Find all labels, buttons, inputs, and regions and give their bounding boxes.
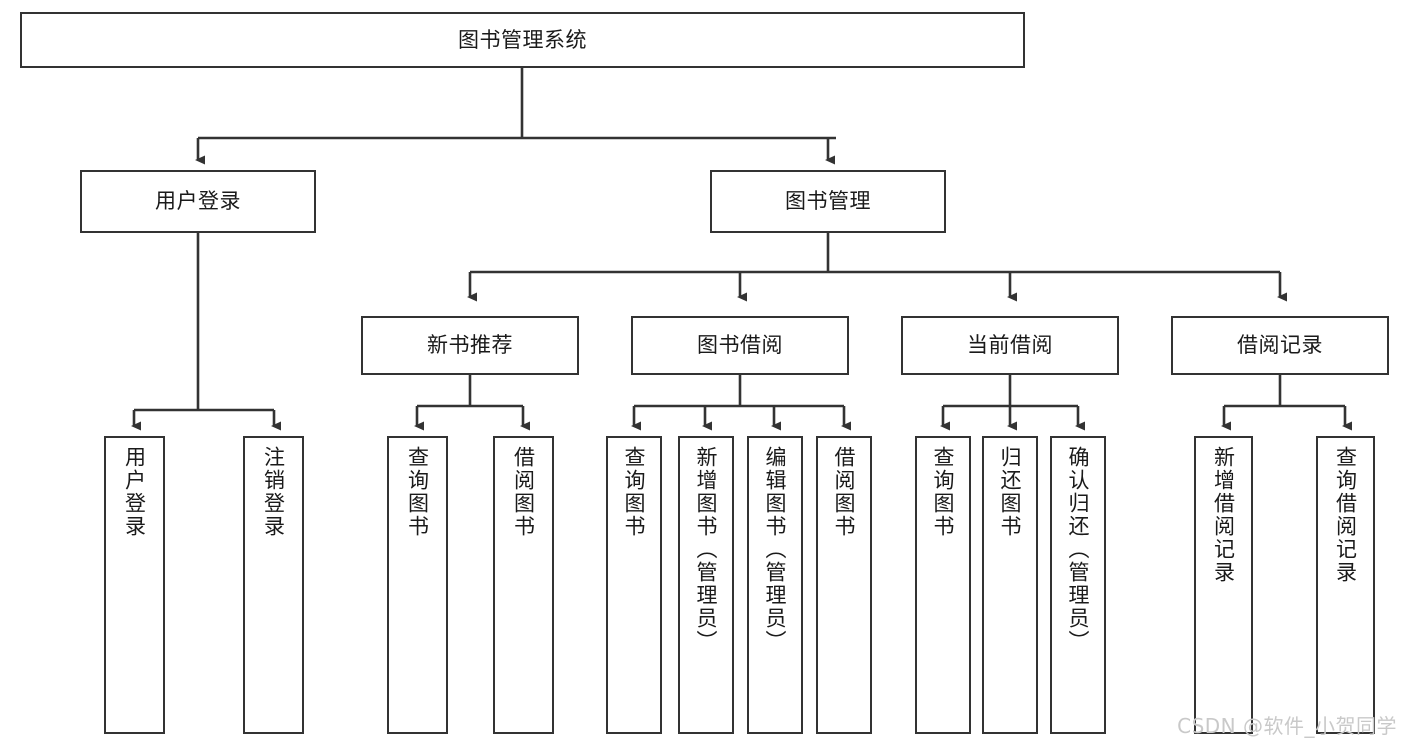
node-borrow-record[interactable]: 借阅记录 <box>1171 316 1389 375</box>
node-label: 图书管理 <box>785 189 871 214</box>
node-label: 查询图书 <box>405 446 430 538</box>
watermark-text: CSDN @软件_小贺同学 <box>1177 714 1397 738</box>
node-leaf-borrow-book-1[interactable]: 借阅图书 <box>493 436 554 734</box>
node-user-login[interactable]: 用户登录 <box>80 170 316 233</box>
node-label: 借阅图书 <box>832 446 857 538</box>
node-root-book-management-system[interactable]: 图书管理系统 <box>20 12 1025 68</box>
node-label: 当前借阅 <box>967 333 1053 358</box>
node-book-management[interactable]: 图书管理 <box>710 170 946 233</box>
node-current-borrow[interactable]: 当前借阅 <box>901 316 1119 375</box>
node-label: 图书管理系统 <box>458 27 587 52</box>
node-label: 用户登录 <box>122 446 147 538</box>
node-leaf-query-book-1[interactable]: 查询图书 <box>387 436 448 734</box>
node-label: 查询图书 <box>931 446 956 538</box>
node-leaf-query-book-3[interactable]: 查询图书 <box>915 436 971 734</box>
node-leaf-query-book-2[interactable]: 查询图书 <box>606 436 662 734</box>
node-leaf-edit-book[interactable]: 编辑图书（管理员） <box>747 436 803 734</box>
node-leaf-logout-login[interactable]: 注销登录 <box>243 436 304 734</box>
node-book-borrow[interactable]: 图书借阅 <box>631 316 849 375</box>
node-label: 新增借阅记录 <box>1211 446 1236 584</box>
node-leaf-confirm-return[interactable]: 确认归还（管理员） <box>1050 436 1106 734</box>
node-new-book-recommend[interactable]: 新书推荐 <box>361 316 579 375</box>
node-label: 借阅图书 <box>511 446 536 538</box>
node-leaf-query-record[interactable]: 查询借阅记录 <box>1316 436 1375 734</box>
node-leaf-return-book[interactable]: 归还图书 <box>982 436 1038 734</box>
node-label: 确认归还（管理员） <box>1066 446 1091 653</box>
node-label: 新书推荐 <box>427 333 513 358</box>
node-label: 新增图书（管理员） <box>694 446 719 653</box>
node-leaf-add-book[interactable]: 新增图书（管理员） <box>678 436 734 734</box>
node-label: 编辑图书（管理员） <box>763 446 788 653</box>
node-leaf-add-record[interactable]: 新增借阅记录 <box>1194 436 1253 734</box>
node-leaf-borrow-book-2[interactable]: 借阅图书 <box>816 436 872 734</box>
node-leaf-user-login[interactable]: 用户登录 <box>104 436 165 734</box>
node-label: 归还图书 <box>998 446 1023 538</box>
node-label: 查询借阅记录 <box>1333 446 1358 584</box>
node-label: 借阅记录 <box>1237 333 1323 358</box>
node-label: 用户登录 <box>155 189 241 214</box>
node-label: 图书借阅 <box>697 333 783 358</box>
node-label: 查询图书 <box>622 446 647 538</box>
node-label: 注销登录 <box>261 446 286 538</box>
